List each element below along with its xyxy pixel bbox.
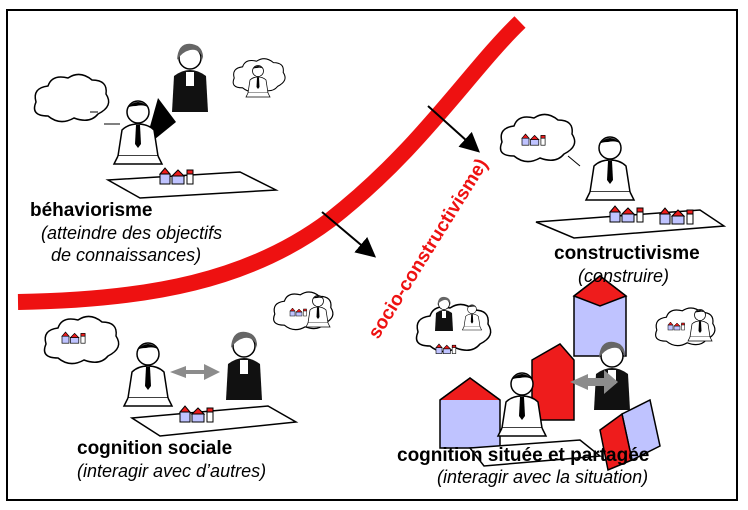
arrow-to-situated: [321, 211, 377, 258]
situated-cognition-subtitle: (interagir avec la situation): [437, 467, 649, 487]
constructivism-subtitle: (construire): [578, 266, 670, 286]
situated-cognition-illustration: [415, 275, 716, 472]
social-cognition-illustration: [43, 291, 334, 437]
social-cognition-title: cognition sociale: [77, 438, 233, 459]
constructivism-title: constructivisme: [554, 243, 700, 264]
behaviorism-subtitle-line1: (atteindre des objectifs: [41, 223, 223, 243]
social-cognition-subtitle: (interagir avec d’autres): [77, 461, 267, 481]
situated-cognition-title: cognition située et partagée: [397, 445, 650, 466]
constructivism-illustration: [499, 113, 727, 239]
behaviorism-subtitle-line2: de connaissances): [51, 245, 202, 265]
paradigm-curve: [17, 16, 526, 310]
behaviorism-title: béhaviorisme: [30, 200, 153, 221]
arrow-to-constructivism: [427, 105, 480, 153]
behaviorism-illustration: [33, 43, 286, 199]
